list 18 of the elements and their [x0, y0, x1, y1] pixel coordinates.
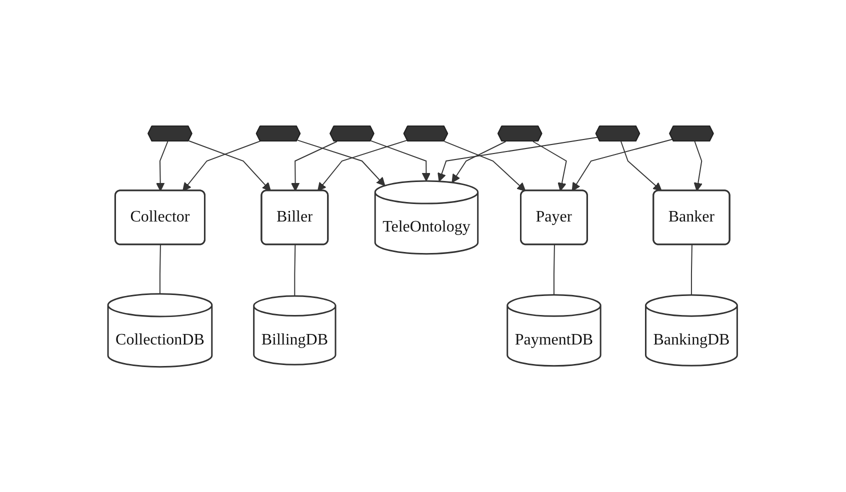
arrow: [438, 136, 599, 182]
arrow: [297, 139, 386, 186]
arrow: [444, 140, 526, 191]
arrow: [370, 140, 431, 181]
connector: [160, 244, 162, 294]
connector: [294, 244, 296, 296]
arrow: [532, 140, 568, 191]
arrow: [156, 140, 169, 191]
arrow: [694, 140, 703, 191]
arrow: [182, 140, 262, 191]
connector: [554, 244, 556, 295]
arrow: [188, 140, 272, 191]
connector: [691, 244, 693, 296]
arrow: [620, 140, 662, 191]
arrow: [572, 138, 674, 191]
arrow: [452, 140, 507, 182]
arrow: [291, 140, 338, 191]
arrow: [318, 139, 408, 191]
